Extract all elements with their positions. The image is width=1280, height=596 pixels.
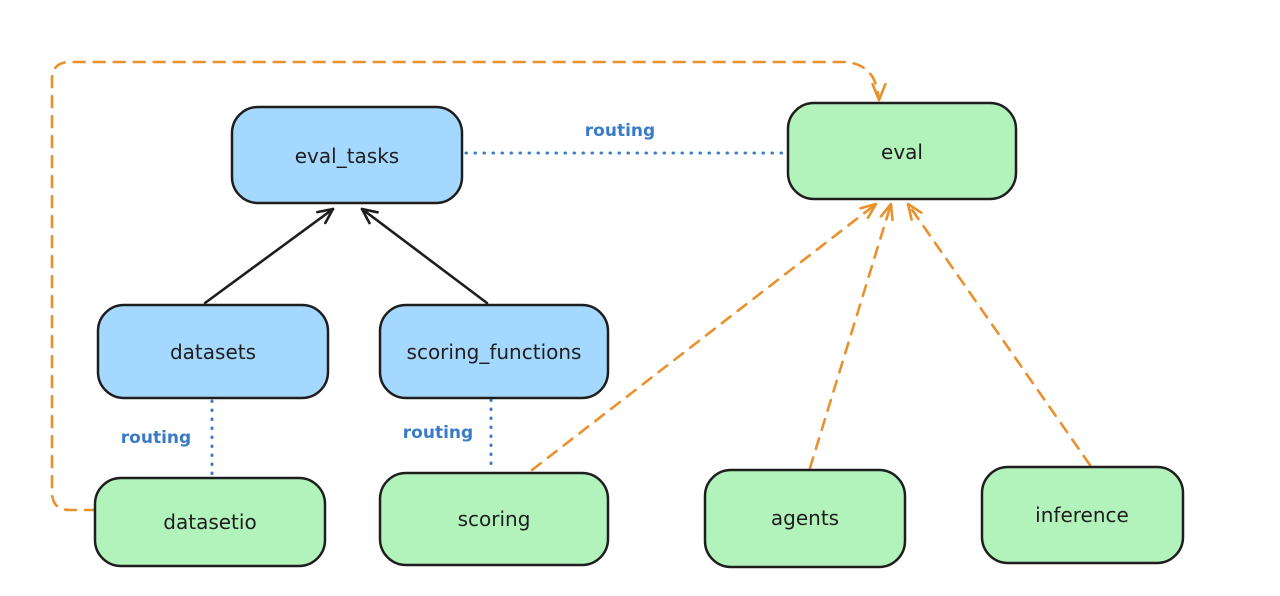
edge-datasetio-to-eval [50, 60, 887, 512]
node-eval: eval [786, 101, 1018, 201]
node-agents-label: agents [771, 506, 839, 530]
node-scoring-functions: scoring_functions [378, 303, 610, 400]
node-scoring-label: scoring [458, 507, 531, 531]
edge-inference-to-eval [906, 202, 1092, 467]
node-eval-tasks-label: eval_tasks [295, 144, 399, 168]
node-datasetio-box [93, 476, 327, 568]
arrowhead-inference-eval [906, 202, 923, 221]
edge-scoring-functions-to-eval-tasks [360, 207, 489, 305]
edge-agents-to-eval-line [808, 202, 893, 470]
edge-scoring-functions-to-eval-tasks-line [360, 207, 489, 305]
edge-label-routing-top: routing [585, 121, 655, 141]
edge-datasets-to-eval-tasks [203, 207, 335, 305]
node-inference-box [980, 465, 1185, 565]
node-eval-label: eval [881, 140, 923, 164]
arrowhead-into-eval-top [871, 82, 887, 102]
node-agents-box [703, 468, 907, 569]
node-datasetio-label: datasetio [163, 510, 256, 534]
edge-datasets-to-datasetio: routing [121, 399, 214, 477]
node-datasets-box [96, 303, 330, 400]
edge-scoring-to-eval-line [530, 202, 878, 472]
node-agents: agents [703, 468, 907, 569]
node-inference-label: inference [1035, 503, 1129, 527]
edge-label-routing-middle: routing [403, 423, 473, 443]
node-eval-box [786, 101, 1018, 201]
node-inference: inference [980, 465, 1185, 565]
arrowhead-scoring-functions-eval-tasks [360, 207, 379, 225]
edge-eval-tasks-to-eval: routing [464, 121, 788, 155]
node-scoring-functions-label: scoring_functions [407, 340, 582, 364]
node-eval-tasks-box [230, 105, 464, 205]
node-scoring: scoring [378, 471, 610, 567]
node-scoring-functions-box [378, 303, 610, 400]
edge-datasets-to-eval-tasks-line [203, 207, 335, 305]
edge-scoring-to-eval [530, 202, 878, 472]
edge-scoring-functions-to-scoring: routing [403, 398, 493, 472]
node-scoring-box [378, 471, 610, 567]
node-datasets-label: datasets [170, 340, 256, 364]
edge-agents-to-eval [808, 202, 894, 470]
arrowhead-scoring-eval [859, 202, 878, 220]
edge-inference-to-eval-line [906, 202, 1092, 467]
arrowhead-datasets-eval-tasks [315, 207, 335, 225]
node-eval-tasks: eval_tasks [230, 105, 464, 205]
edge-label-routing-left: routing [121, 428, 191, 448]
arrowhead-agents-eval [879, 202, 894, 222]
edge-datasetio-to-eval-path [50, 60, 880, 512]
node-datasets: datasets [96, 303, 330, 400]
node-datasetio: datasetio [93, 476, 327, 568]
